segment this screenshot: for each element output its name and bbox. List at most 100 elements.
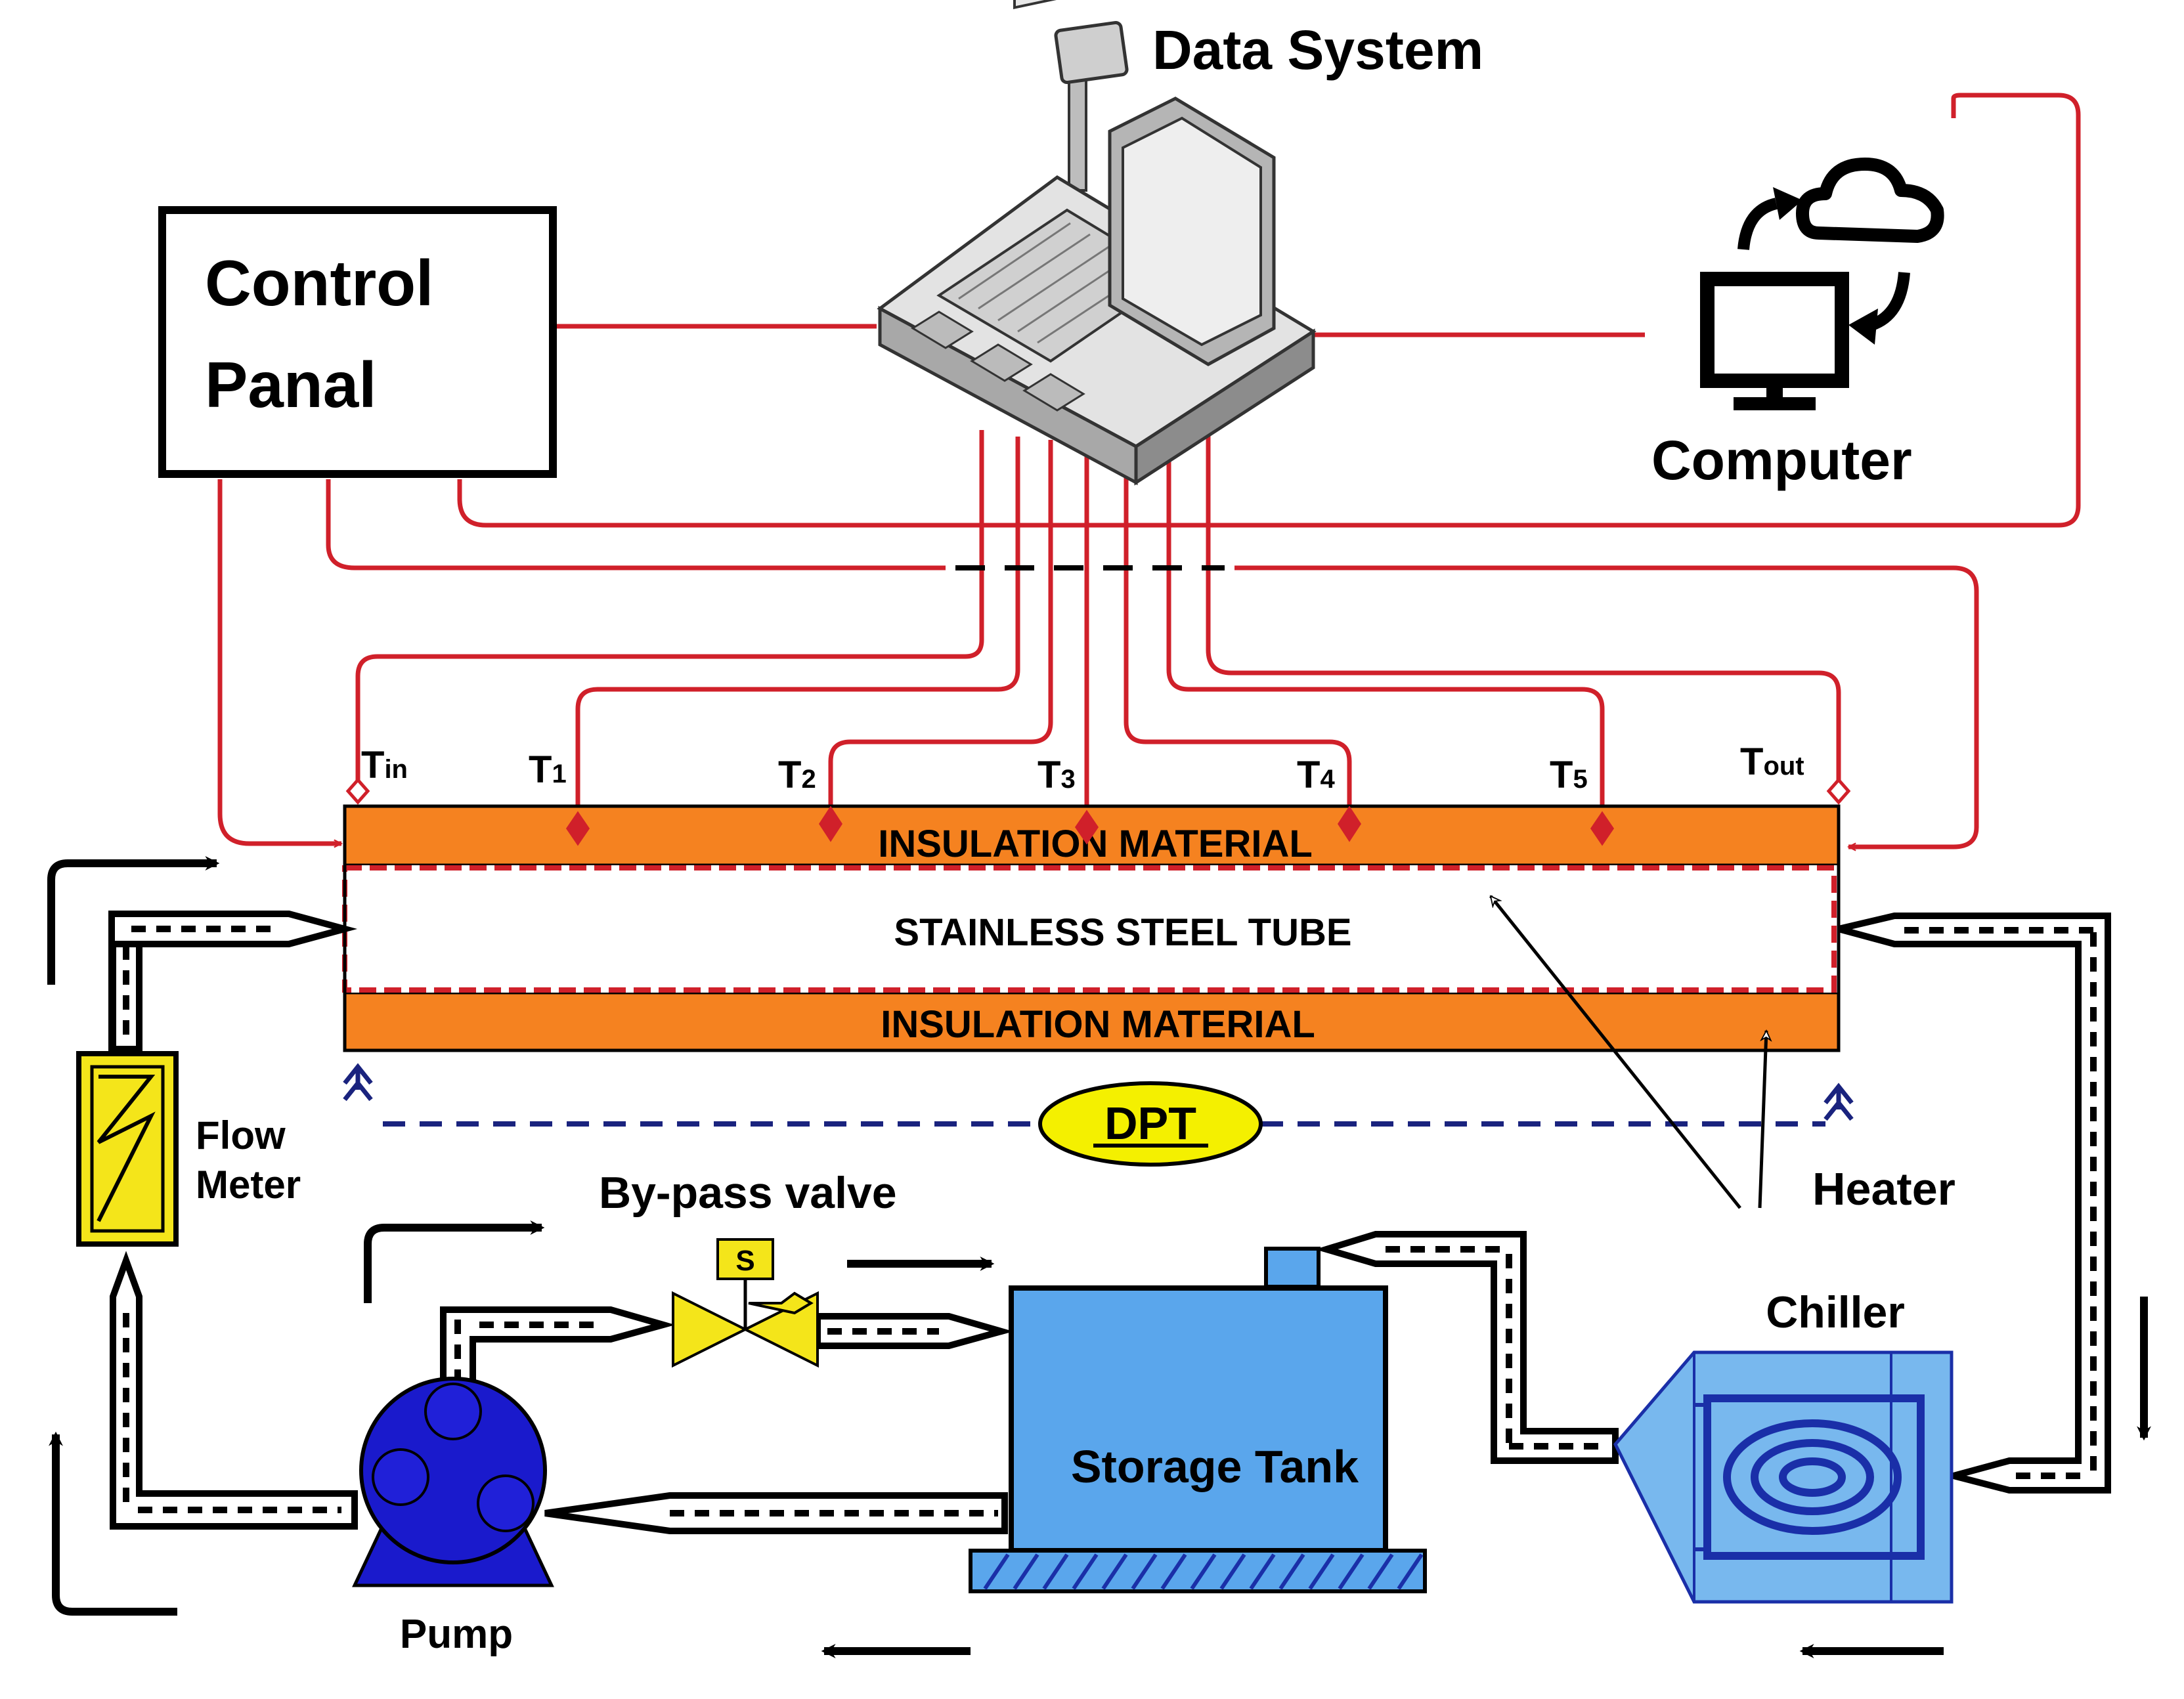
wire-control-left-arrow bbox=[217, 479, 341, 844]
sensor-label-tin: Tin bbox=[361, 744, 408, 786]
tank-lid bbox=[1264, 1247, 1321, 1289]
flow-arrow-left-up bbox=[49, 1431, 177, 1616]
dpt-tap-right bbox=[1824, 1083, 1854, 1121]
tube-dashed-outline bbox=[342, 865, 1837, 993]
probe-t2 bbox=[819, 806, 842, 842]
wire-tin bbox=[355, 430, 984, 788]
computer-label: Computer bbox=[1651, 429, 1912, 491]
heater-pointer-short bbox=[1758, 1031, 1766, 1209]
pump-detail bbox=[424, 1383, 482, 1440]
wire-bus-right-arrow bbox=[1234, 565, 1979, 847]
heater-pointers bbox=[1489, 896, 1766, 1209]
data-system-label: Data System bbox=[1152, 19, 1483, 81]
data-slot bbox=[970, 343, 1033, 382]
chiller-coil bbox=[1779, 1457, 1846, 1497]
sensor-label-t5: T5 bbox=[1550, 754, 1588, 796]
sensor-label-t1: T1 bbox=[529, 748, 567, 791]
signal-wires bbox=[217, 93, 2081, 847]
data-pole bbox=[1068, 71, 1087, 192]
computer-base bbox=[1734, 397, 1816, 410]
sensor-label-tout: Tout bbox=[1740, 741, 1804, 783]
data-system: Data System bbox=[877, 0, 1483, 486]
chiller-coil-frame bbox=[1703, 1394, 1925, 1560]
stainless-steel-tube bbox=[345, 865, 1839, 993]
valve-solenoid-label: S bbox=[735, 1245, 754, 1277]
pump: Pump bbox=[352, 1377, 554, 1657]
pump-detail bbox=[372, 1448, 429, 1506]
control-panel-box bbox=[158, 206, 557, 478]
storage-tank: Storage Tank bbox=[969, 1247, 1427, 1593]
data-slot bbox=[1022, 373, 1085, 412]
probe-t3 bbox=[1074, 809, 1099, 845]
sensor-label-t4: T4 bbox=[1297, 754, 1335, 796]
data-base-side-right bbox=[1134, 328, 1315, 486]
probe-tout bbox=[1826, 777, 1851, 805]
flow-arrows bbox=[47, 856, 2151, 1658]
wire-computer-loop bbox=[457, 93, 2081, 528]
probe-t4 bbox=[1338, 806, 1361, 842]
sync-arrow-icon-2 bbox=[1869, 272, 1910, 331]
tank-stand bbox=[969, 1549, 1427, 1593]
flow-meter: Flow Meter bbox=[76, 1051, 301, 1247]
flow-meter-inner bbox=[90, 1065, 165, 1233]
heater-pointer-long bbox=[1489, 896, 1741, 1209]
wire-t1 bbox=[575, 437, 1020, 821]
bypass-valve: S By-pass valve bbox=[599, 1168, 897, 1368]
flow-meter-label-line2: Meter bbox=[196, 1163, 301, 1207]
tube-label: STAINLESS STEEL TUBE bbox=[894, 911, 1351, 954]
wire-tout bbox=[1206, 433, 1841, 788]
flow-arrow-pump-out bbox=[364, 1220, 545, 1303]
sync-arrow-icon bbox=[1737, 198, 1778, 250]
data-printer bbox=[1013, 0, 1075, 10]
valve-solenoid-box bbox=[716, 1238, 774, 1280]
data-monitor-screen bbox=[1122, 116, 1262, 347]
pipe-dashes bbox=[123, 926, 2097, 1516]
computer-monitor-icon bbox=[1700, 272, 1849, 388]
cloud-icon bbox=[1796, 158, 1944, 243]
pipes bbox=[108, 911, 2111, 1534]
probe-tin bbox=[345, 777, 370, 805]
tank-body bbox=[1009, 1285, 1388, 1553]
sync-arrow-head bbox=[1773, 187, 1802, 220]
flow-meter-float-line bbox=[97, 1075, 156, 1222]
dpt-label: DPT bbox=[1104, 1098, 1196, 1149]
dpt-tap-left bbox=[343, 1063, 373, 1102]
sensor-label-t2: T2 bbox=[778, 754, 816, 796]
storage-tank-label: Storage Tank bbox=[1071, 1441, 1359, 1492]
bypass-valve-label: By-pass valve bbox=[599, 1168, 897, 1218]
control-panel-label-line2: Panal bbox=[205, 349, 376, 421]
sensor-labels: Tin T1 T2 T3 T4 T5 Tout bbox=[361, 741, 1804, 796]
control-panel: Control Panal bbox=[158, 206, 557, 478]
chiller-label: Chiller bbox=[1766, 1287, 1905, 1337]
chiller: Chiller bbox=[1613, 1287, 1954, 1604]
valve-left-cone bbox=[672, 1291, 749, 1368]
pipe-inlet-horizontal bbox=[108, 911, 358, 1054]
flow-meter-label-line1: Flow bbox=[196, 1113, 286, 1157]
probe-t5 bbox=[1590, 811, 1615, 846]
probe-t1 bbox=[565, 811, 590, 846]
pump-label: Pump bbox=[400, 1612, 513, 1657]
insulation-bottom-label: INSULATION MATERIAL bbox=[881, 1003, 1315, 1046]
dpt: DPT bbox=[343, 1063, 1854, 1167]
sensor-label-t3: T3 bbox=[1037, 754, 1076, 796]
tank-stand-hatch bbox=[983, 1553, 1424, 1590]
pipe-right-return bbox=[1837, 913, 2111, 1494]
chiller-coil bbox=[1723, 1419, 1902, 1535]
chiller-coil bbox=[1751, 1439, 1874, 1515]
data-slot bbox=[911, 311, 974, 349]
control-panel-label-line1: Control bbox=[205, 247, 433, 319]
heater-label: Heater bbox=[1812, 1163, 1955, 1215]
wire-t4 bbox=[1124, 443, 1352, 817]
data-small-display bbox=[1054, 20, 1129, 85]
computer: Computer bbox=[1651, 158, 1944, 491]
wire-t2 bbox=[828, 440, 1053, 817]
test-section: INSULATION MATERIAL STAINLESS STEEL TUBE… bbox=[342, 804, 1841, 1052]
pipe-left-lower bbox=[110, 1251, 358, 1530]
thermocouple-probes bbox=[345, 777, 1851, 846]
pipe-chiller-tank bbox=[1315, 1231, 1619, 1464]
sync-arrow-head-2 bbox=[1848, 309, 1878, 345]
wire-control-bus bbox=[326, 479, 946, 570]
flow-arrow-inlet bbox=[47, 856, 220, 985]
pump-detail bbox=[477, 1474, 535, 1532]
